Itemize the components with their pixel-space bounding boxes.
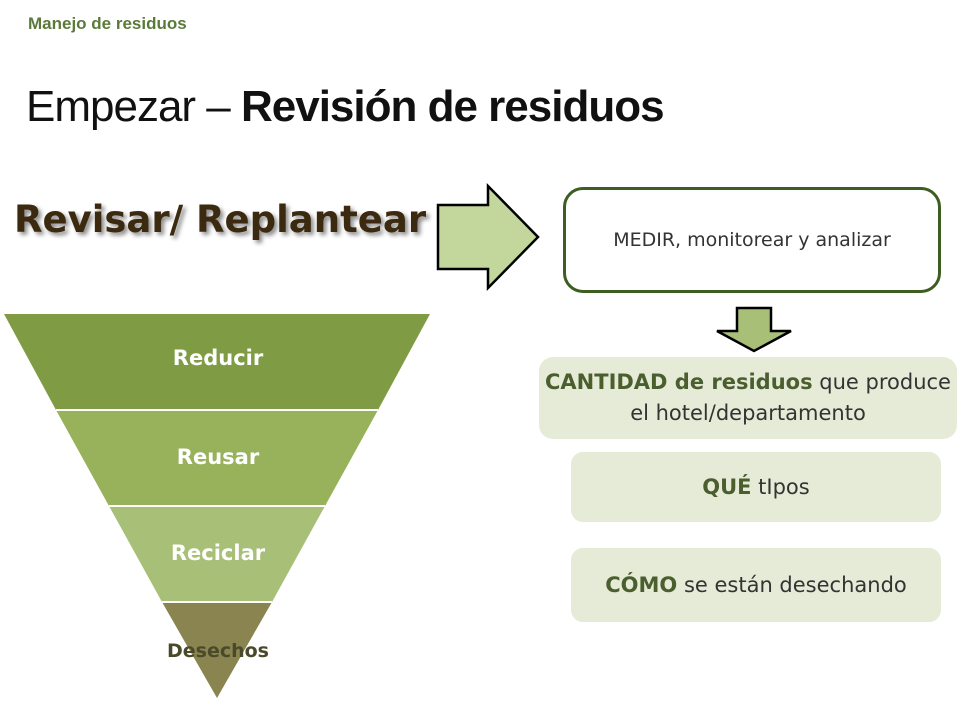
down-arrow-icon xyxy=(716,306,792,353)
right-arrow-icon xyxy=(436,182,540,292)
pyramid-level-reducir xyxy=(4,314,430,410)
pyramid-level-reusar xyxy=(56,410,378,506)
measure-box: MEDIR, monitorear y analizar xyxy=(563,187,941,293)
quantity-text: CANTIDAD de residuos que produce el hote… xyxy=(539,367,957,429)
types-box: QUÉ tIpos xyxy=(571,452,941,522)
section-label: Revisar/ Replantear xyxy=(14,198,427,241)
page-title: Empezar – Revisión de residuos xyxy=(26,82,665,132)
header-label: Manejo de residuos xyxy=(28,14,187,33)
quantity-box: CANTIDAD de residuos que produce el hote… xyxy=(539,357,957,439)
quantity-bold: CANTIDAD de residuos xyxy=(545,370,813,394)
title-bold: Revisión de residuos xyxy=(240,82,665,131)
how-box: CÓMO se están desechando xyxy=(571,548,941,622)
measure-text: MEDIR, monitorear y analizar xyxy=(613,228,891,251)
pyramid-label-reusar: Reusar xyxy=(176,445,260,469)
types-bold: QUÉ xyxy=(702,475,752,499)
types-rest: tIpos xyxy=(751,475,810,499)
types-text: QUÉ tIpos xyxy=(702,475,809,499)
how-bold: CÓMO xyxy=(605,573,678,597)
pyramid-label-reducir: Reducir xyxy=(172,346,264,370)
how-rest: se están desechando xyxy=(677,573,907,597)
pyramid-level-desechos xyxy=(162,602,272,698)
pyramid-level-reciclar xyxy=(109,506,325,602)
pyramid-label-desechos: Desechos xyxy=(166,640,269,662)
title-light: Empezar – xyxy=(26,82,241,131)
pyramid-label-reciclar: Reciclar xyxy=(170,541,266,565)
how-text: CÓMO se están desechando xyxy=(605,573,907,597)
quantity-rest: que produce el hotel/departamento xyxy=(630,370,951,425)
